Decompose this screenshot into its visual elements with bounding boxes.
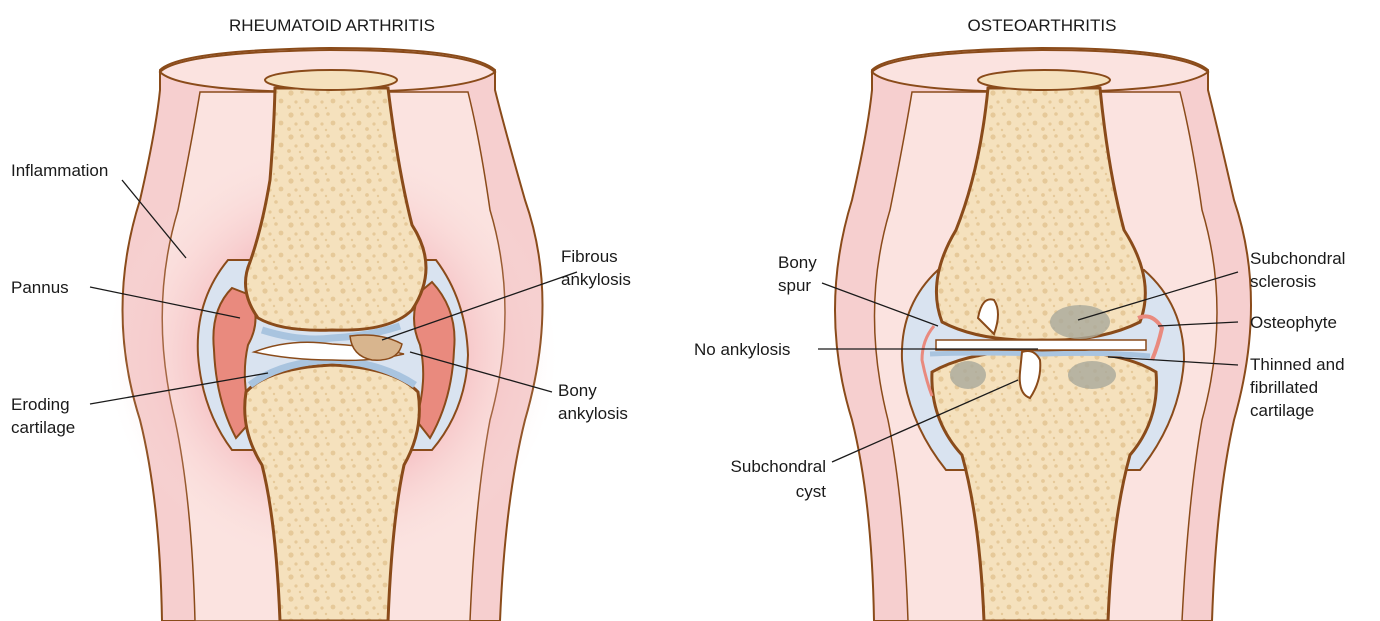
label-no-ankylosis: No ankylosis <box>694 340 790 359</box>
label-pannus: Pannus <box>11 278 69 297</box>
label-bony-1: Bony <box>558 381 597 400</box>
label-inflammation: Inflammation <box>11 161 108 180</box>
thinned-cartilage <box>930 353 1150 356</box>
osteoarthritis-title: OSTEOARTHRITIS <box>968 16 1117 35</box>
upper-bone-top <box>978 70 1110 90</box>
label-eroding-2: cartilage <box>11 418 75 437</box>
rheumatoid-title: RHEUMATOID ARTHRITIS <box>229 16 435 35</box>
label-fibrous-2: ankylosis <box>561 270 631 289</box>
label-fibrous-1: Fibrous <box>561 247 618 266</box>
label-bony-2: ankylosis <box>558 404 628 423</box>
label-cyst-1: Subchondral <box>731 457 826 476</box>
osteoarthritis-panel: OSTEOARTHRITIS <box>694 16 1345 621</box>
label-spur-1: Bony <box>778 253 817 272</box>
label-thinned-2: fibrillated <box>1250 378 1318 397</box>
label-sclerosis-2: sclerosis <box>1250 272 1316 291</box>
upper-bone-top <box>265 70 397 90</box>
subchondral-sclerosis-upper <box>1050 305 1110 339</box>
label-sclerosis-1: Subchondral <box>1250 249 1345 268</box>
label-osteophyte: Osteophyte <box>1250 313 1337 332</box>
label-thinned-3: cartilage <box>1250 401 1314 420</box>
subchondral-sclerosis-lower-left <box>950 361 986 389</box>
label-eroding-1: Eroding <box>11 395 70 414</box>
label-thinned-1: Thinned and <box>1250 355 1345 374</box>
rheumatoid-arthritis-panel: RHEUMATOID ARTHRITIS Inflammation <box>11 16 631 621</box>
label-cyst-2: cyst <box>796 482 827 501</box>
subchondral-sclerosis-lower-right <box>1068 361 1116 389</box>
label-spur-2: spur <box>778 276 811 295</box>
